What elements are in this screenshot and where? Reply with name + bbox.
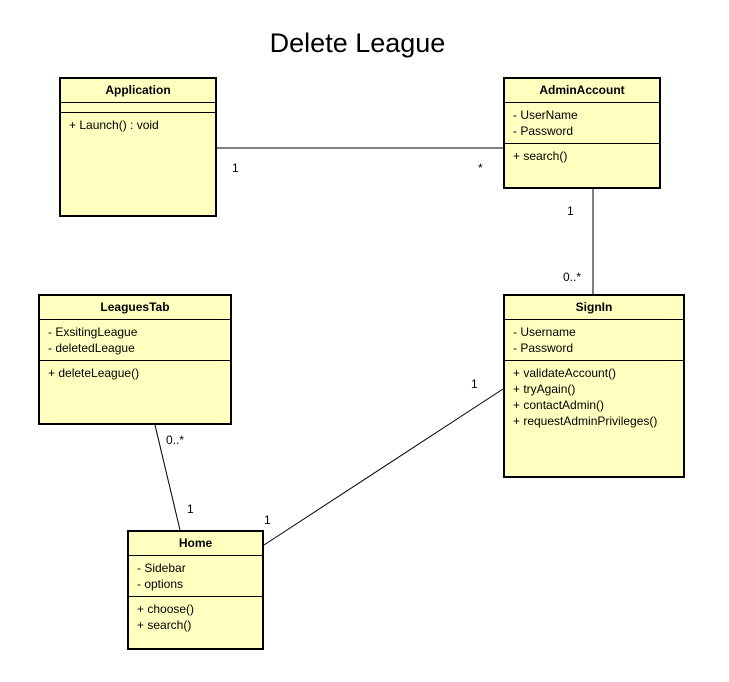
multiplicity-leaguestab-end: 0..* bbox=[166, 433, 185, 447]
attribute: - UserName bbox=[513, 108, 578, 122]
class-application[interactable]: Application + Launch() : void bbox=[59, 77, 217, 217]
operations-section: + Launch() : void bbox=[61, 113, 215, 137]
class-signin[interactable]: SignIn - Username - Password + validateA… bbox=[503, 294, 685, 478]
operation: + search() bbox=[513, 149, 568, 163]
attribute: - Sidebar bbox=[137, 561, 186, 575]
multiplicity-signin-end: 0..* bbox=[563, 270, 582, 284]
diagram-title: Delete League bbox=[269, 28, 446, 58]
multiplicity-signin-end: 1 bbox=[471, 377, 478, 391]
operations-section: + deleteLeague() bbox=[40, 361, 230, 385]
attributes-section bbox=[61, 103, 215, 113]
association-leaguestab-home bbox=[154, 424, 181, 531]
class-name: Application bbox=[61, 79, 215, 103]
multiplicity-application-end: 1 bbox=[232, 161, 239, 175]
multiplicity-home-end: 1 bbox=[187, 502, 194, 516]
class-name: SignIn bbox=[505, 296, 683, 320]
association-home-signin bbox=[263, 388, 504, 546]
operation: + validateAccount() bbox=[513, 366, 617, 380]
operation: + tryAgain() bbox=[513, 382, 576, 396]
attributes-section: - ExsitingLeague - deletedLeague bbox=[40, 320, 230, 361]
multiplicity-home-end: 1 bbox=[264, 513, 271, 527]
attributes-section: - Username - Password bbox=[505, 320, 683, 361]
multiplicity-adminaccount-end: * bbox=[478, 161, 483, 175]
attributes-section: - UserName - Password bbox=[505, 103, 659, 144]
attribute: - Password bbox=[513, 341, 574, 355]
operations-section: + search() bbox=[505, 144, 659, 168]
operation: + Launch() : void bbox=[69, 118, 159, 132]
operation: + requestAdminPrivileges() bbox=[513, 414, 658, 428]
attribute: - Username bbox=[513, 325, 576, 339]
class-home[interactable]: Home - Sidebar - options + choose() + se… bbox=[127, 530, 264, 650]
attributes-section: - Sidebar - options bbox=[129, 556, 262, 597]
operation: + deleteLeague() bbox=[48, 366, 140, 380]
class-name: Home bbox=[129, 532, 262, 556]
attribute: - ExsitingLeague bbox=[48, 325, 138, 339]
class-leaguestab[interactable]: LeaguesTab - ExsitingLeague - deletedLea… bbox=[38, 294, 232, 425]
operations-section: + choose() + search() bbox=[129, 597, 262, 637]
multiplicity-adminaccount-end: 1 bbox=[567, 204, 574, 218]
attribute: - deletedLeague bbox=[48, 341, 135, 355]
class-adminaccount[interactable]: AdminAccount - UserName - Password + sea… bbox=[503, 77, 661, 189]
operation: + choose() bbox=[137, 602, 195, 616]
class-name: LeaguesTab bbox=[40, 296, 230, 320]
operation: + search() bbox=[137, 618, 192, 632]
attribute: - Password bbox=[513, 124, 574, 138]
class-name: AdminAccount bbox=[505, 79, 659, 103]
attribute: - options bbox=[137, 577, 184, 591]
operations-section: + validateAccount() + tryAgain() + conta… bbox=[505, 361, 683, 433]
operation: + contactAdmin() bbox=[513, 398, 605, 412]
